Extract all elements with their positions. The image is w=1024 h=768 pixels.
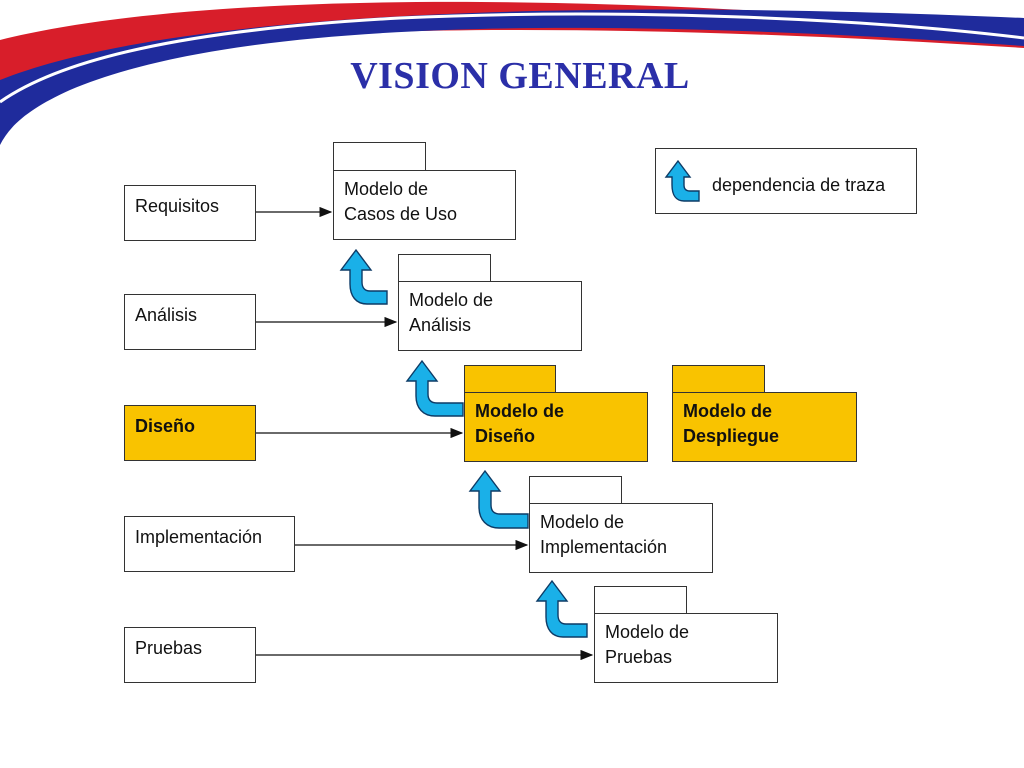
model-diseno: Modelo de Diseño [464,392,648,462]
model-line1: Modelo de [344,179,429,199]
trace-dependency-icon [664,159,700,202]
model-line1: Modelo de [475,401,564,421]
model-despliegue: Modelo de Despliegue [672,392,857,462]
package-tab [464,365,556,393]
trace-arrow-implementacion-to-diseno [468,469,529,529]
model-analisis: Modelo de Análisis [398,281,582,351]
model-line2: Pruebas [605,647,673,667]
legend-label: dependencia de traza [712,175,886,195]
package-tab [333,142,426,171]
model-line2: Implementación [540,537,668,557]
trace-arrow-pruebas-to-implementacion [535,579,588,638]
banner-white-line [0,12,1024,104]
banner-blue-stripe [0,9,1024,145]
package-tab [398,254,491,282]
model-line2: Análisis [409,315,472,335]
header-banner [0,1,1024,145]
trace-arrow-diseno-to-analisis [405,359,464,417]
model-line1: Modelo de [409,290,494,310]
model-line2: Diseño [475,426,536,446]
model-line1: Modelo de [540,512,625,532]
model-line2: Despliegue [683,426,780,446]
package-tab [529,476,622,504]
workflow-requisitos: Requisitos [124,185,256,241]
model-line2: Casos de Uso [344,204,458,224]
legend-box: dependencia de traza [655,148,917,214]
model-casos-de-uso: Modelo de Casos de Uso [333,170,516,240]
trace-arrow-analisis-to-casos [339,248,388,305]
package-tab [672,365,765,393]
package-tab [594,586,687,614]
workflow-implementacion: Implementación [124,516,295,572]
model-line1: Modelo de [683,401,772,421]
page-title: VISION GENERAL [350,55,690,97]
model-pruebas: Modelo de Pruebas [594,613,778,683]
model-line1: Modelo de [605,622,690,642]
workflow-diseno: Diseño [124,405,256,461]
model-implementacion: Modelo de Implementación [529,503,713,573]
workflow-analisis: Análisis [124,294,256,350]
workflow-pruebas: Pruebas [124,627,256,683]
